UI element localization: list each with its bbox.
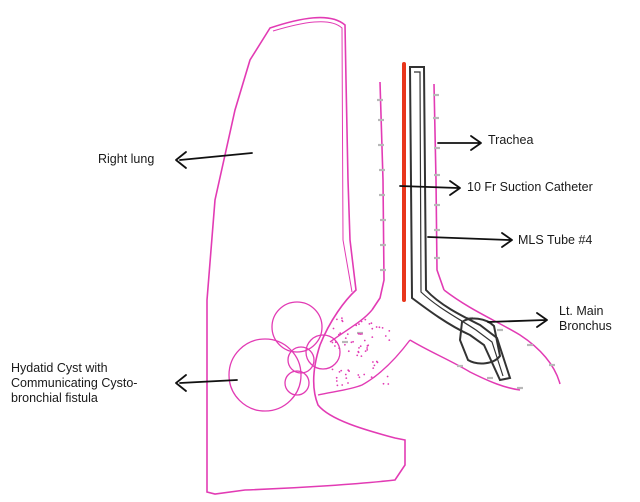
label-lt-main-bronchus: Lt. Main Bronchus <box>559 304 612 334</box>
stipple-dot <box>337 385 339 387</box>
stipple-dot <box>347 382 349 384</box>
stipple-dot <box>345 374 347 376</box>
stipple-dot <box>372 367 374 369</box>
label-hydatid-cyst-line-3: bronchial fistula <box>11 391 137 406</box>
left-bronchus-lower <box>410 340 520 390</box>
arrow-trachea <box>438 136 481 150</box>
stipple-dot <box>383 383 385 385</box>
stipple-dot <box>347 369 349 371</box>
stipple-dot <box>348 350 350 352</box>
stipple-dot <box>374 365 376 367</box>
stipple-dot <box>385 335 387 337</box>
stipple-dot <box>336 380 338 382</box>
stipple-dot <box>376 361 378 363</box>
stipple-dot <box>345 377 347 379</box>
right-bronchus-lower <box>318 340 410 395</box>
stipple-dot <box>361 321 363 323</box>
stipple-dot <box>351 341 353 343</box>
stipple-dot <box>341 384 343 386</box>
cyst-circle-top <box>272 302 322 352</box>
stipple-dot <box>352 341 354 343</box>
stipple-dot <box>365 350 367 352</box>
stipple-dot <box>387 376 389 378</box>
stipple-dot <box>379 326 381 328</box>
stipple-dot <box>360 345 362 347</box>
label-trachea: Trachea <box>488 133 533 148</box>
label-suction-catheter: 10 Fr Suction Catheter <box>467 180 593 195</box>
stipple-dot <box>382 327 384 329</box>
arrows <box>176 136 547 391</box>
label-mls-tube: MLS Tube #4 <box>518 233 592 248</box>
stipple-dot <box>333 328 335 330</box>
stipple-dot <box>332 342 334 344</box>
stipple-dot <box>341 320 343 322</box>
stipple-dot <box>338 334 340 336</box>
arrow-mls-tube <box>428 233 512 247</box>
stipple-dot <box>336 377 338 379</box>
stipple-dot <box>340 370 342 372</box>
stipple-dot <box>332 369 334 371</box>
stipple-dot <box>345 337 347 339</box>
stipple-dot <box>367 344 369 346</box>
label-lt-main-bronchus-line-1: Lt. Main <box>559 304 612 319</box>
arrow-suction-catheter <box>400 181 460 195</box>
stipple-dot <box>371 322 373 324</box>
stipple-dot <box>339 332 341 334</box>
stipple-dot <box>364 319 366 321</box>
mls-tube-inner <box>414 72 503 376</box>
stipple-dot <box>356 355 358 357</box>
label-hydatid-cyst-line-1: Hydatid Cyst with <box>11 361 137 376</box>
stipple-dot <box>376 326 378 328</box>
right-lung-outline-inner <box>273 22 352 292</box>
stipple-dot <box>364 340 366 342</box>
stipple-dot <box>358 347 360 349</box>
stipple-dot <box>361 355 363 357</box>
right-lung-outline <box>207 18 405 494</box>
arrow-right-lung <box>176 152 252 168</box>
stipple-dot <box>371 328 373 330</box>
stipple-dot <box>358 323 360 325</box>
stipple-dot <box>366 347 368 349</box>
stipple-dot <box>355 325 357 327</box>
stipple-dot <box>387 383 389 385</box>
stipple-dot <box>361 333 363 335</box>
label-hydatid-cyst: Hydatid Cyst with Communicating Cysto- b… <box>11 361 137 406</box>
label-right-lung: Right lung <box>98 152 154 167</box>
stipple-dot <box>359 376 361 378</box>
cyst-circle-large <box>229 339 301 411</box>
stipple-dot <box>357 351 359 353</box>
stipple-dot <box>372 361 374 363</box>
stipple-dot <box>341 317 343 319</box>
arrow-lt-main-bronchus <box>488 313 547 327</box>
label-lt-main-bronchus-line-2: Bronchus <box>559 319 612 334</box>
label-hydatid-cyst-line-2: Communicating Cysto- <box>11 376 137 391</box>
stipple-dot <box>344 344 346 346</box>
stipple-dot <box>359 333 361 335</box>
stipple-dot <box>363 374 365 376</box>
stipple-dot <box>334 345 336 347</box>
stipple-dot <box>371 336 373 338</box>
stipple-dot <box>371 376 373 378</box>
stipple-dot <box>388 330 390 332</box>
stipple-dot <box>336 319 338 321</box>
stipple-dot <box>347 333 349 335</box>
stipple-dot <box>339 371 341 373</box>
stipple-dot <box>388 339 390 341</box>
stipple-dot <box>357 374 359 376</box>
left-bronchus-upper <box>444 290 560 384</box>
stipple-dot <box>366 349 368 351</box>
hydatid-cyst <box>229 302 340 411</box>
stipple-dot <box>358 333 360 335</box>
stipple-dot <box>369 323 371 325</box>
